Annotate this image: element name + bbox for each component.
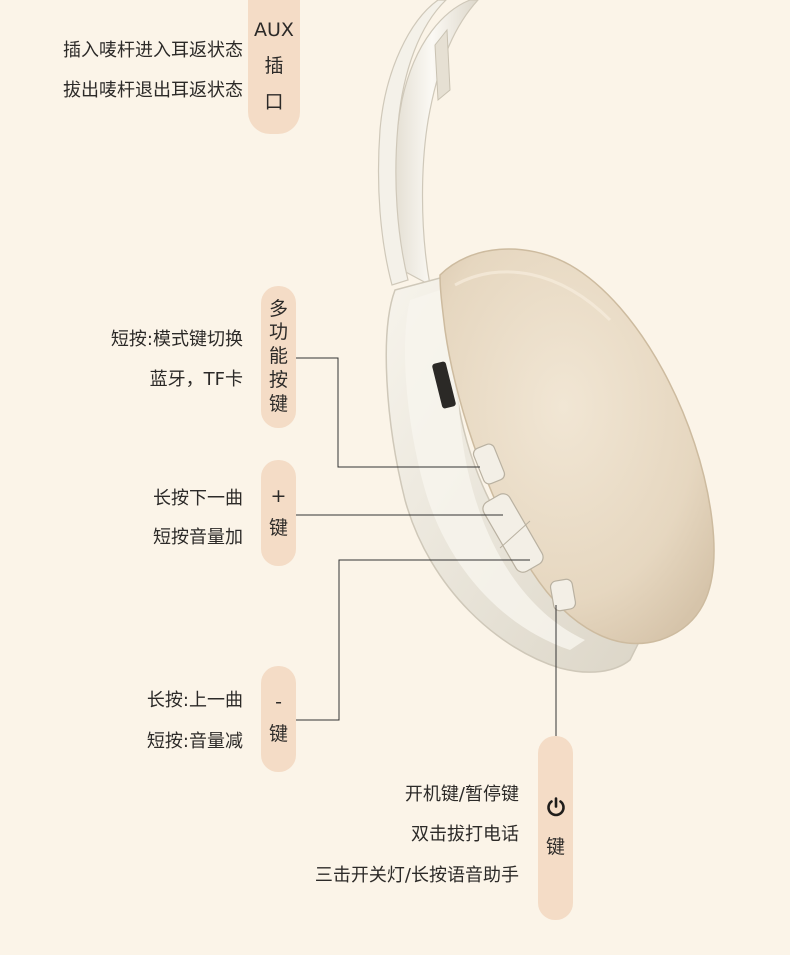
multi-char-1: 多	[268, 297, 288, 320]
minus-symbol: -	[275, 691, 282, 714]
multi-function-key-label: 多 功 能 按 键	[261, 286, 296, 428]
aux-port-label: AUX 插 口	[248, 0, 300, 134]
power-desc-3: 三击开关灯/长按语音助手	[314, 865, 519, 886]
aux-label-mid: 插	[264, 55, 284, 78]
tf-card-slot	[432, 361, 456, 409]
plus-symbol: +	[270, 485, 287, 508]
plus-desc-1: 长按下一曲	[153, 488, 243, 509]
minus-desc-2: 短按:音量减	[146, 731, 243, 752]
volume-rocker[interactable]	[480, 491, 546, 575]
plus-key-label: + 键	[261, 460, 296, 566]
multi-function-button[interactable]	[472, 442, 507, 485]
multi-desc-2: 蓝牙，TF卡	[149, 369, 243, 390]
power-icon	[545, 796, 567, 818]
multi-char-4: 按	[268, 368, 288, 391]
power-desc-1: 开机键/暂停键	[404, 784, 519, 805]
minus-key-char: 键	[268, 723, 288, 745]
power-key-char: 键	[545, 836, 565, 859]
power-desc-2: 双击拔打电话	[411, 824, 519, 845]
multi-char-3: 能	[268, 345, 288, 368]
minus-desc-1: 长按:上一曲	[146, 690, 243, 711]
multi-desc-1: 短按:模式键切换	[110, 329, 243, 350]
aux-desc-1: 插入唛杆进入耳返状态	[63, 40, 243, 61]
plus-key-char: 键	[268, 517, 288, 539]
multi-char-2: 功	[268, 321, 288, 344]
ear-cushion	[439, 248, 715, 645]
power-button-hardware[interactable]	[549, 578, 577, 612]
minus-key-label: - 键	[261, 666, 296, 772]
aux-label-bot: 口	[264, 90, 284, 113]
power-key-label: 键	[538, 736, 573, 920]
multi-char-5: 键	[268, 392, 288, 415]
plus-desc-2: 短按音量加	[153, 527, 243, 548]
aux-desc-2: 拔出唛杆退出耳返状态	[63, 80, 243, 101]
aux-label-top: AUX	[254, 19, 294, 42]
leader-lines	[296, 357, 557, 740]
headband	[377, 0, 479, 287]
